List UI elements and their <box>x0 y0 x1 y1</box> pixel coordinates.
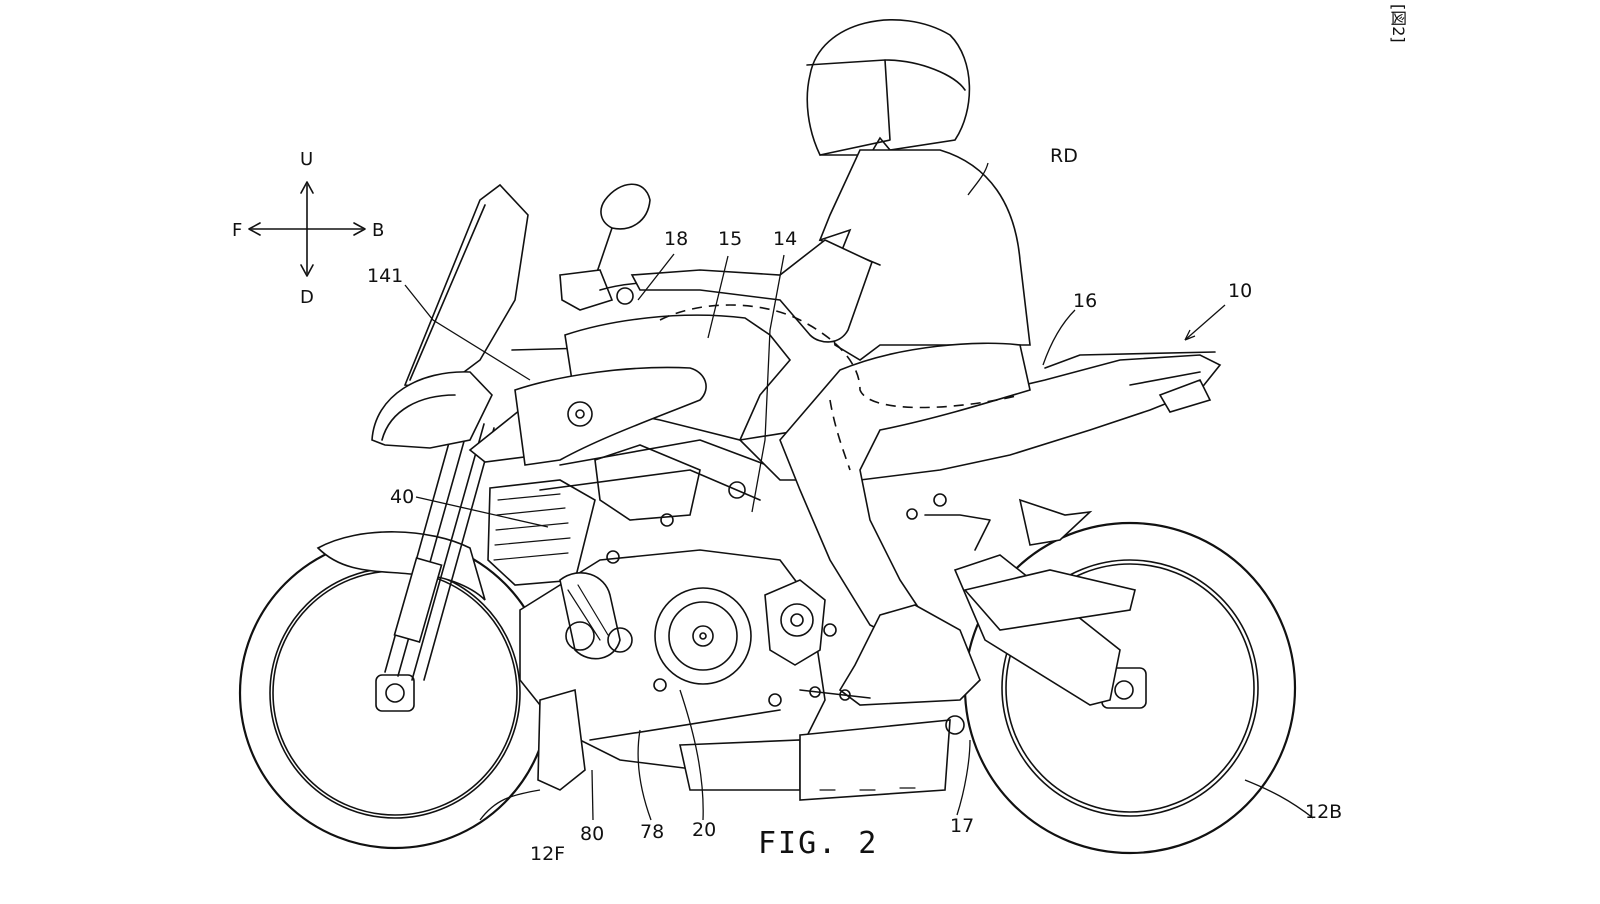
radiator-drawing <box>487 444 701 586</box>
direction-front-label: F <box>232 220 242 241</box>
label-rider: RD <box>1050 145 1078 167</box>
label-rear-wheel: 12B <box>1305 801 1342 823</box>
label-seat: 16 <box>1073 290 1097 312</box>
direction-legend: U D F B <box>232 149 384 308</box>
figure-caption: FIG. 2 <box>758 826 878 861</box>
front-fork-drawing <box>384 413 495 681</box>
label-radiator: 40 <box>390 486 414 508</box>
front-wheel-drawing <box>238 531 552 850</box>
direction-back-label: B <box>372 220 384 241</box>
label-motorcycle: 10 <box>1228 280 1252 302</box>
fuel-tank-drawing <box>514 314 792 466</box>
windscreen-headlight-drawing <box>371 183 562 463</box>
label-frame: 14 <box>773 228 797 250</box>
direction-up-label: U <box>300 149 313 170</box>
label-footrest: 17 <box>950 815 974 837</box>
label-fuel-tank: 15 <box>718 228 742 250</box>
label-engine: 20 <box>692 819 716 841</box>
mirror-handlebar-drawing <box>511 183 721 351</box>
label-headlight-unit: 141 <box>367 265 403 287</box>
label-component-78: 78 <box>640 821 664 843</box>
rider-drawing <box>630 19 1031 706</box>
footrest-drawing <box>799 493 991 735</box>
label-handlebar: 18 <box>664 228 688 250</box>
leader-lines <box>404 162 1314 821</box>
rear-wheel-drawing <box>953 521 1297 855</box>
direction-down-label: D <box>300 287 314 308</box>
label-component-80: 80 <box>580 823 604 845</box>
page-tag: [図2] <box>1389 4 1408 43</box>
label-front-wheel: 12F <box>530 843 565 865</box>
